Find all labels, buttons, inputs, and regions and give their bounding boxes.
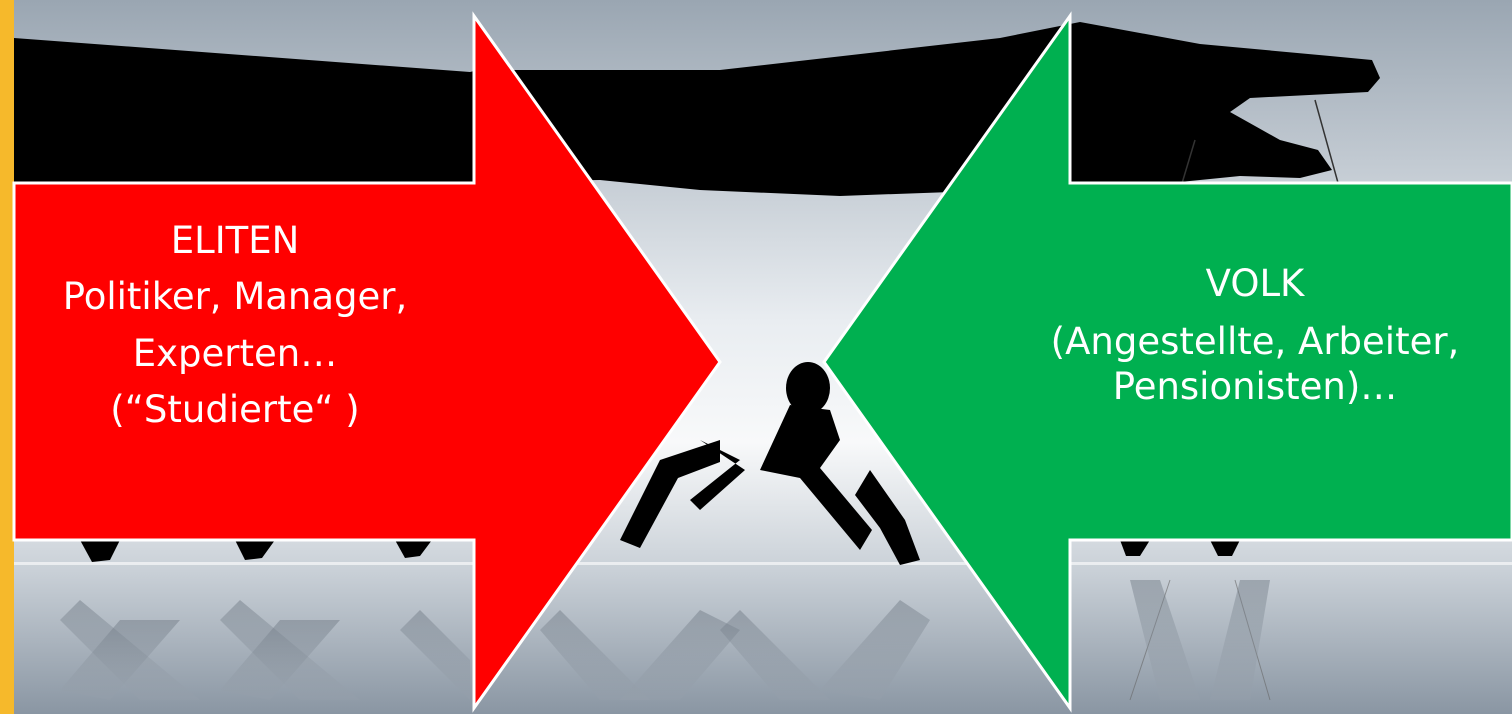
volk-line-2: Pensionisten)… xyxy=(975,365,1512,409)
eliten-label-group: ELITEN Politiker, Manager, Experten… (“S… xyxy=(20,218,450,443)
volk-line-1: (Angestellte, Arbeiter, xyxy=(975,320,1512,364)
eliten-title: ELITEN xyxy=(20,218,450,264)
eliten-line-3: (“Studierte“ ) xyxy=(20,387,450,433)
eliten-line-1: Politiker, Manager, xyxy=(20,274,450,320)
volk-label-group: VOLK (Angestellte, Arbeiter, Pensioniste… xyxy=(975,262,1512,409)
floor-line xyxy=(14,562,1512,565)
eliten-line-2: Experten… xyxy=(20,331,450,377)
volk-title: VOLK xyxy=(975,262,1512,306)
